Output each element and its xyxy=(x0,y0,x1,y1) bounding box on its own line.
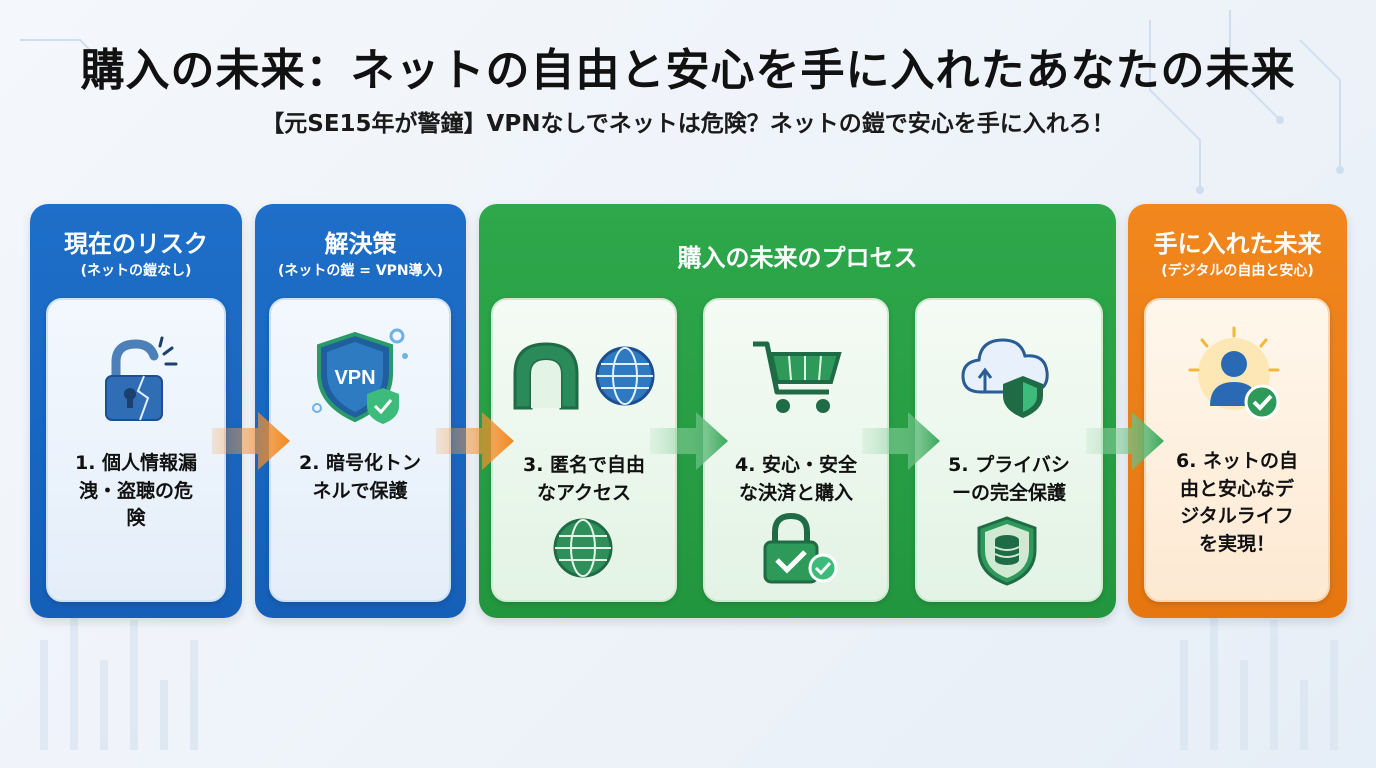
page-subtitle: 【元SE15年が警鐘】VPNなしでネットは危険？ネットの鎧で安心を手に入れろ！ xyxy=(261,111,1115,137)
step-4-text-line2: な決済と購入 xyxy=(738,481,853,504)
risk-panel-subheading: (ネットの鎧なし) xyxy=(80,263,192,279)
future-panel-subheading: (デジタルの自由と安心) xyxy=(1161,263,1314,279)
process-panel: 購入の未来のプロセス 3. 匿名で自由 なアクセス xyxy=(479,204,1116,618)
database-shield-icon xyxy=(977,516,1037,586)
step-card-2: VPN 2. 暗号化トン ネルで保護 xyxy=(269,298,451,602)
step-card-4: 4. 安心・安全 な決済と購入 xyxy=(703,298,889,602)
page-title: 購入の未来：ネットの自由と安心を手に入れたあなたの未来 xyxy=(80,45,1296,96)
arrow-right-icon xyxy=(212,412,290,470)
step-card-1: 1. 個人情報漏 洩・盗聴の危 険 xyxy=(46,298,226,602)
solution-panel-heading: 解決策 xyxy=(324,230,397,258)
tunnel-icon xyxy=(513,342,579,410)
shopping-cart-icon xyxy=(753,341,842,413)
future-panel-heading: 手に入れた未来 xyxy=(1153,230,1322,258)
step-3-text-line2: なアクセス xyxy=(536,481,632,504)
step-6-text-line1: 6. ネットの自 xyxy=(1175,450,1299,472)
risk-panel-heading: 現在のリスク xyxy=(64,230,208,258)
broken-padlock-icon xyxy=(105,336,178,421)
cloud-shield-icon xyxy=(961,338,1049,418)
step-1-text-line1: 1. 個人情報漏 xyxy=(74,452,198,474)
step-6-text-line3: ジタルライフ xyxy=(1180,505,1294,528)
step-3-text-line1: 3. 匿名で自由 xyxy=(522,454,646,476)
step-2-text-line2: ネルで保護 xyxy=(312,479,408,502)
step-4-text-line1: 4. 安心・安全 xyxy=(734,454,858,476)
future-panel: 手に入れた未来 (デジタルの自由と安心) 6. ネットの自 由と安心なデ ジタル… xyxy=(1128,204,1347,618)
step-5-text-line2: ーの完全保護 xyxy=(951,481,1066,504)
process-panel-heading: 購入の未来のプロセス xyxy=(677,244,918,272)
solution-panel-subheading: (ネットの鎧 = VPN導入) xyxy=(277,263,444,279)
step-1-text-line2: 洩・盗聴の危 xyxy=(78,479,193,502)
step-6-text-line2: 由と安心なデ xyxy=(1179,477,1294,500)
arrow-right-icon xyxy=(650,412,728,470)
step-1-text-line3: 険 xyxy=(126,507,146,530)
happy-user-icon xyxy=(1188,326,1280,420)
risk-panel: 現在のリスク (ネットの鎧なし) 1. 個人情報漏 洩・盗聴の危 険 xyxy=(30,204,242,618)
step-6-text-line4: を実現！ xyxy=(1198,532,1275,555)
globe-icon-green xyxy=(553,518,613,578)
step-2-text-line1: 2. 暗号化トン xyxy=(298,452,422,474)
arrow-right-icon xyxy=(862,412,940,470)
vpn-label: VPN xyxy=(334,367,375,389)
vpn-shield-icon: VPN xyxy=(312,328,408,424)
step-card-6: 6. ネットの自 由と安心なデ ジタルライフ を実現！ xyxy=(1144,298,1330,602)
solution-panel: 解決策 (ネットの鎧 = VPN導入) VPN 2. 暗号化トン ネルで保護 xyxy=(255,204,466,618)
globe-icon xyxy=(595,346,655,406)
secure-lock-check-icon xyxy=(763,512,838,584)
step-5-text-line1: 5. プライバシ xyxy=(948,454,1070,476)
arrow-right-icon xyxy=(1086,412,1164,470)
step-card-3: 3. 匿名で自由 なアクセス xyxy=(491,298,677,602)
arrow-right-icon xyxy=(436,412,514,470)
step-card-5: 5. プライバシ ーの完全保護 xyxy=(915,298,1103,602)
